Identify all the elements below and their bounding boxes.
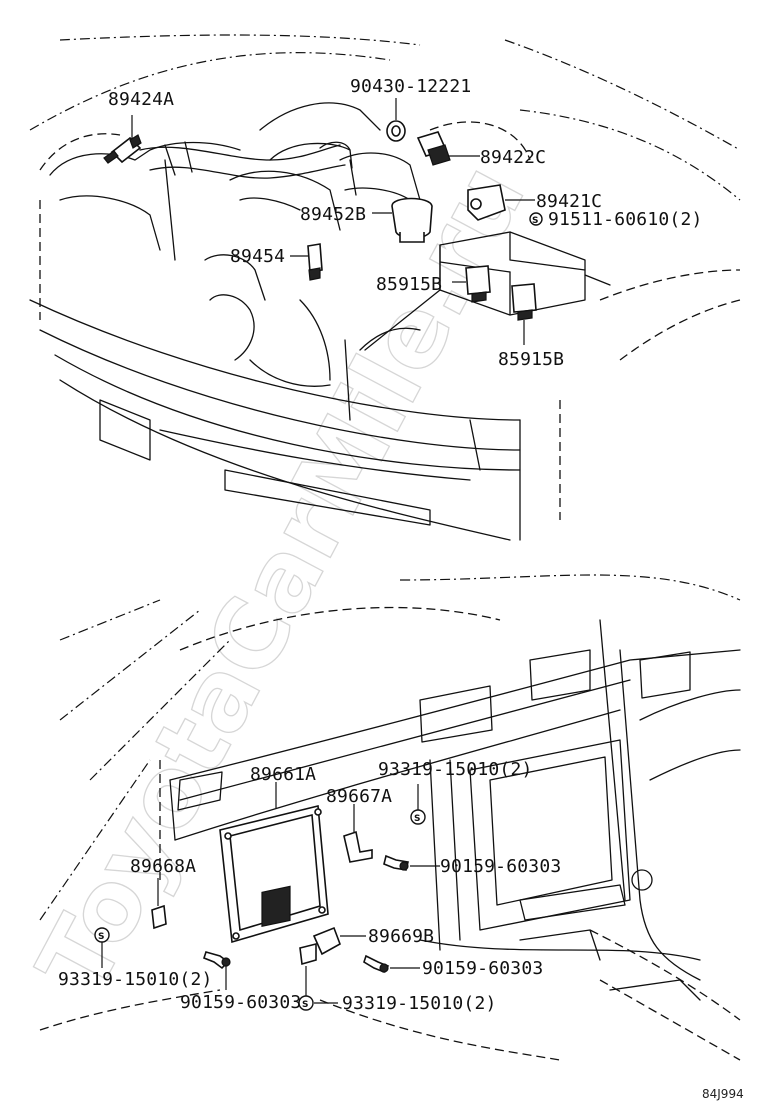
- label-89667A: 89667A: [326, 786, 392, 807]
- washer-mark: S: [532, 216, 538, 226]
- dashboard-illustration: [39, 574, 741, 1061]
- label-89422C: 89422C: [480, 147, 546, 168]
- engine-bay-illustration: [29, 34, 741, 541]
- part-85915B-relay-b: [511, 283, 537, 345]
- label-85915B-b: 85915B: [498, 349, 564, 370]
- label-89668A: 89668A: [130, 856, 196, 877]
- label-93319-15010-left: 93319-15010(2): [58, 969, 213, 990]
- label-90159-60303-c: 90159-60303: [422, 958, 543, 979]
- part-89424A-sensor: [103, 115, 142, 164]
- screws: [203, 854, 440, 990]
- part-90430-gasket: [386, 98, 406, 142]
- part-91511-bolt: S: [529, 212, 543, 226]
- part-89452B-throttle-sensor: [372, 197, 433, 243]
- part-89421C-sensor: [467, 184, 535, 221]
- part-89669B-bracket: [299, 926, 366, 966]
- label-89661A: 89661A: [250, 764, 316, 785]
- part-85915B-relay-a: [452, 265, 491, 303]
- part-89422C-sensor: [416, 131, 480, 166]
- label-85915B-a: 85915B: [376, 274, 442, 295]
- diagram-code: 84J994: [702, 1087, 744, 1101]
- washer-mark-top: S: [414, 814, 420, 824]
- label-91511-60610: 91511-60610(2): [548, 209, 703, 230]
- label-90159-60303-b: 90159-60303: [180, 992, 301, 1013]
- part-89454-sensor: [290, 243, 323, 281]
- part-89667A-bracket: [343, 804, 373, 863]
- label-89669B: 89669B: [368, 926, 434, 947]
- washer-mark-left: S: [98, 932, 104, 942]
- label-89421C: 89421C: [536, 191, 602, 212]
- washers: S S S: [94, 784, 426, 1011]
- washer-mark-bottom: S: [302, 1000, 308, 1010]
- label-90430-12221: 90430-12221: [350, 76, 471, 97]
- part-89668A-bracket: [151, 878, 167, 930]
- label-93319-15010-bottom: 93319-15010(2): [342, 993, 497, 1014]
- label-89452B: 89452B: [300, 204, 366, 225]
- label-90159-60303-a: 90159-60303: [440, 856, 561, 877]
- label-93319-15010-top: 93319-15010(2): [378, 759, 533, 780]
- part-89661A-ecu: [219, 782, 329, 944]
- label-89424A: 89424A: [108, 89, 174, 110]
- label-89454: 89454: [230, 246, 285, 267]
